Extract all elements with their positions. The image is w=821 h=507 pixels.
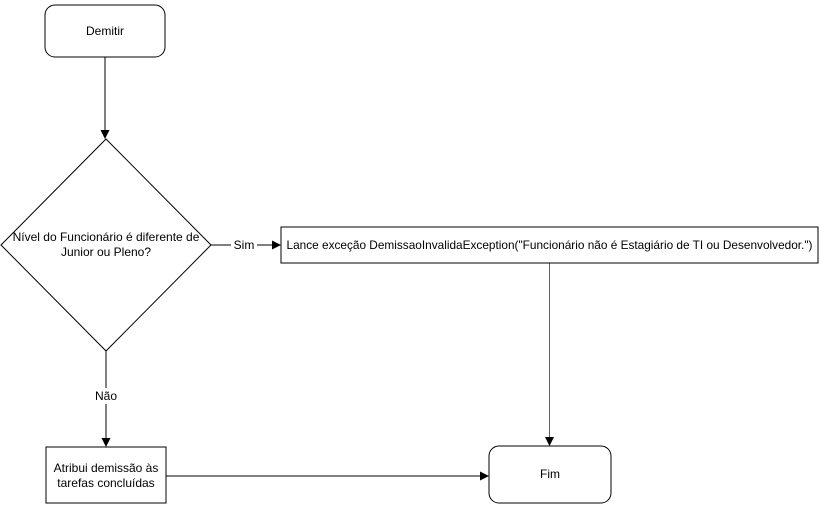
- exception-node-shape: [280, 226, 819, 264]
- assign-node-shape: [45, 446, 167, 504]
- arrowhead-down-icon: [100, 130, 110, 139]
- decision-node-label-line1: Nível do Funcionário é diferente de: [13, 230, 200, 244]
- node-exception-lance: Lance exceção DemissaoInvalidaException(…: [280, 226, 819, 264]
- node-decision-nivel: Nível do Funcionário é diferente de Juni…: [0, 138, 212, 352]
- edge-label-background: [231, 237, 257, 252]
- edge-start-to-decision: [100, 57, 110, 139]
- start-node-label: Demitir: [86, 24, 124, 38]
- edge-label-sim: Sim: [234, 238, 255, 252]
- exception-node-label: Lance exceção DemissaoInvalidaException(…: [287, 238, 813, 252]
- decision-node-shape: [0, 138, 212, 352]
- assign-node-label-line1: Atribui demissão às: [54, 461, 159, 475]
- arrowhead-right-icon: [272, 240, 281, 250]
- assign-node-label-line2: tarefas concluídas: [57, 476, 154, 490]
- start-node-shape: [44, 4, 166, 58]
- arrowhead-right-icon: [480, 471, 489, 481]
- node-start-demitir: Demitir: [44, 4, 166, 58]
- arrowhead-down-icon: [545, 437, 554, 446]
- node-end-fim: Fim: [488, 445, 612, 504]
- edge-decision-to-exception: Sim: [211, 237, 281, 252]
- decision-node-label-line2: Junior ou Pleno?: [61, 245, 151, 259]
- edge-assign-to-end: [166, 471, 489, 481]
- node-assign-atribui: Atribui demissão às tarefas concluídas: [45, 446, 167, 504]
- arrowhead-down-icon: [101, 438, 111, 447]
- edge-exception-to-end: [545, 263, 554, 446]
- edge-label-nao: Não: [95, 389, 117, 403]
- edge-label-background: [92, 388, 120, 404]
- end-node-label: Fim: [540, 467, 560, 481]
- edge-decision-to-assign: Não: [92, 351, 120, 447]
- end-node-shape: [488, 445, 612, 504]
